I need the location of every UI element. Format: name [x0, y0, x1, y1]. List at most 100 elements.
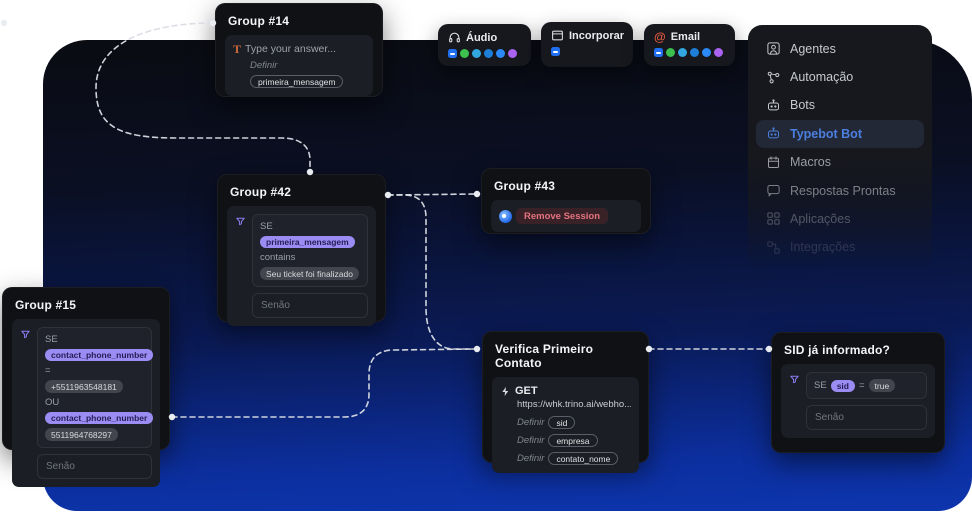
- telegram-icon: [678, 48, 687, 57]
- value-pill: 5511964768297: [45, 428, 118, 441]
- action-block[interactable]: Remove Session: [491, 200, 641, 232]
- block-card-embed[interactable]: Incorporar: [541, 22, 633, 67]
- channel-icons: [654, 48, 725, 57]
- else-branch[interactable]: Senão: [806, 405, 927, 430]
- sid-ja-informado-card[interactable]: SID já informado? SE sid = true Senão: [771, 332, 945, 453]
- input-placeholder-text: Type your answer...: [245, 43, 337, 55]
- channel-icons: [448, 49, 521, 58]
- sidebar-item-label: Integrações: [790, 240, 856, 255]
- browser-window-icon: [551, 29, 564, 42]
- operator-keyword: contains: [260, 252, 296, 263]
- webhook-block[interactable]: GET https://whk.trino.ai/webho... Defini…: [492, 377, 639, 473]
- telegram-icon: [472, 49, 481, 58]
- block-label: Incorporar: [569, 29, 625, 42]
- value-pill: true: [868, 379, 896, 392]
- apps-grid-icon: [766, 211, 781, 226]
- robot-icon: [766, 98, 781, 113]
- variable-pill: contato_nome: [548, 452, 619, 465]
- channel-icon: [484, 49, 493, 58]
- workflow-icon: [766, 70, 781, 85]
- instagram-icon: [714, 48, 723, 57]
- condition-block[interactable]: SE primeira_mensagem contains Seu ticket…: [227, 206, 376, 326]
- sidebar-item-macros[interactable]: Macros: [756, 149, 924, 176]
- sidebar-item-bots[interactable]: Bots: [756, 92, 924, 119]
- edge-endpoint: [0, 19, 8, 27]
- block-card-email[interactable]: @ Email: [644, 24, 735, 66]
- else-branch[interactable]: Senão: [252, 293, 368, 318]
- if-keyword: SE: [260, 221, 273, 232]
- variable-pill: primeira_mensagem: [260, 236, 355, 248]
- typebot-bubble-icon: [499, 209, 512, 223]
- variable-pill: contact_phone_number: [45, 412, 154, 424]
- define-label: Definir: [250, 60, 278, 71]
- chat-channel-icon: [448, 49, 457, 58]
- sidebar-item-automacao[interactable]: Automação: [756, 63, 924, 90]
- define-label: Definir: [517, 417, 545, 428]
- block-label: Áudio: [466, 31, 498, 44]
- block-card-audio[interactable]: Áudio: [438, 24, 531, 66]
- user-square-icon: [766, 41, 781, 56]
- sidebar-item-respostas-prontas[interactable]: Respostas Prontas: [756, 177, 924, 204]
- group-14-card[interactable]: Group #14 T Type your answer... Definir …: [215, 3, 383, 97]
- else-branch[interactable]: Senão: [37, 454, 152, 479]
- group-title[interactable]: Group #43: [494, 179, 556, 193]
- remove-session-pill: Remove Session: [516, 208, 609, 224]
- sidebar-item-label: Respostas Prontas: [790, 183, 896, 198]
- value-pill: +5511963548181: [45, 380, 123, 393]
- http-method: GET: [515, 385, 538, 397]
- sidebar-item-aplicacoes[interactable]: Aplicações: [756, 205, 924, 232]
- sidebar-item-label: Agentes: [790, 41, 836, 56]
- whatsapp-icon: [666, 48, 675, 57]
- webhook-url: https://whk.trino.ai/webho...: [517, 399, 631, 410]
- group-title[interactable]: SID já informado?: [784, 343, 891, 357]
- group-42-card[interactable]: Group #42 SE primeira_mensagem contains …: [217, 174, 386, 326]
- equals-sign: =: [45, 365, 51, 376]
- plug-icon: [766, 240, 781, 255]
- message-square-icon: [766, 183, 781, 198]
- condition-block[interactable]: SE sid = true Senão: [781, 364, 935, 438]
- text-input-icon: T: [233, 42, 242, 56]
- sidebar-item-label: Bots: [790, 98, 816, 113]
- condition-item[interactable]: SE primeira_mensagem contains Seu ticket…: [252, 214, 368, 287]
- define-label: Definir: [517, 453, 545, 464]
- sidebar-item-label: Macros: [790, 155, 831, 170]
- at-sign-icon: @: [654, 30, 666, 44]
- group-title[interactable]: Group #42: [230, 185, 292, 199]
- group-15-card[interactable]: Group #15 SE contact_phone_number = +551…: [2, 287, 170, 487]
- webhook-icon: [500, 386, 511, 397]
- filter-icon: [789, 374, 800, 430]
- verifica-primeiro-contato-card[interactable]: Verifica Primeiro Contato GET https://wh…: [482, 331, 649, 473]
- group-title[interactable]: Verifica Primeiro Contato: [495, 342, 594, 370]
- variable-pill: contact_phone_number: [45, 349, 154, 361]
- block-label: Email: [670, 31, 701, 43]
- variable-pill: empresa: [548, 434, 598, 447]
- channel-icon: [690, 48, 699, 57]
- sidebar-item-agentes[interactable]: Agentes: [756, 35, 924, 62]
- condition-item[interactable]: SE sid = true: [806, 372, 927, 399]
- group-title[interactable]: Group #14: [228, 14, 290, 28]
- chat-channel-icon: [551, 47, 560, 56]
- variable-pill: sid: [830, 379, 855, 392]
- calendar-icon: [766, 155, 781, 170]
- whatsapp-icon: [460, 49, 469, 58]
- robot-icon: [766, 126, 781, 141]
- group-43-card[interactable]: Group #43 Remove Session: [481, 168, 651, 234]
- equals-sign: =: [858, 380, 865, 391]
- filter-icon: [20, 329, 31, 479]
- messenger-icon: [702, 48, 711, 57]
- or-keyword: OU: [45, 397, 60, 408]
- condition-item[interactable]: SE contact_phone_number = +5511963548181…: [37, 327, 154, 448]
- group-title[interactable]: Group #15: [15, 298, 77, 312]
- value-pill: Seu ticket foi finalizado: [260, 267, 359, 280]
- define-label: Definir: [517, 435, 545, 446]
- headphones-icon: [448, 31, 461, 44]
- condition-block[interactable]: SE contact_phone_number = +5511963548181…: [12, 319, 160, 487]
- sidebar-item-label: Typebot Bot: [790, 126, 862, 141]
- sidebar-item-integracoes[interactable]: Integrações: [756, 234, 924, 261]
- right-sidebar-menu: Agentes Automação Bots Typebot Bot Macro…: [748, 25, 932, 271]
- text-input-block[interactable]: T Type your answer... Definir primeira_m…: [225, 35, 373, 96]
- sidebar-item-typebot-bot[interactable]: Typebot Bot: [756, 120, 924, 148]
- chat-channel-icon: [654, 48, 663, 57]
- instagram-icon: [508, 49, 517, 58]
